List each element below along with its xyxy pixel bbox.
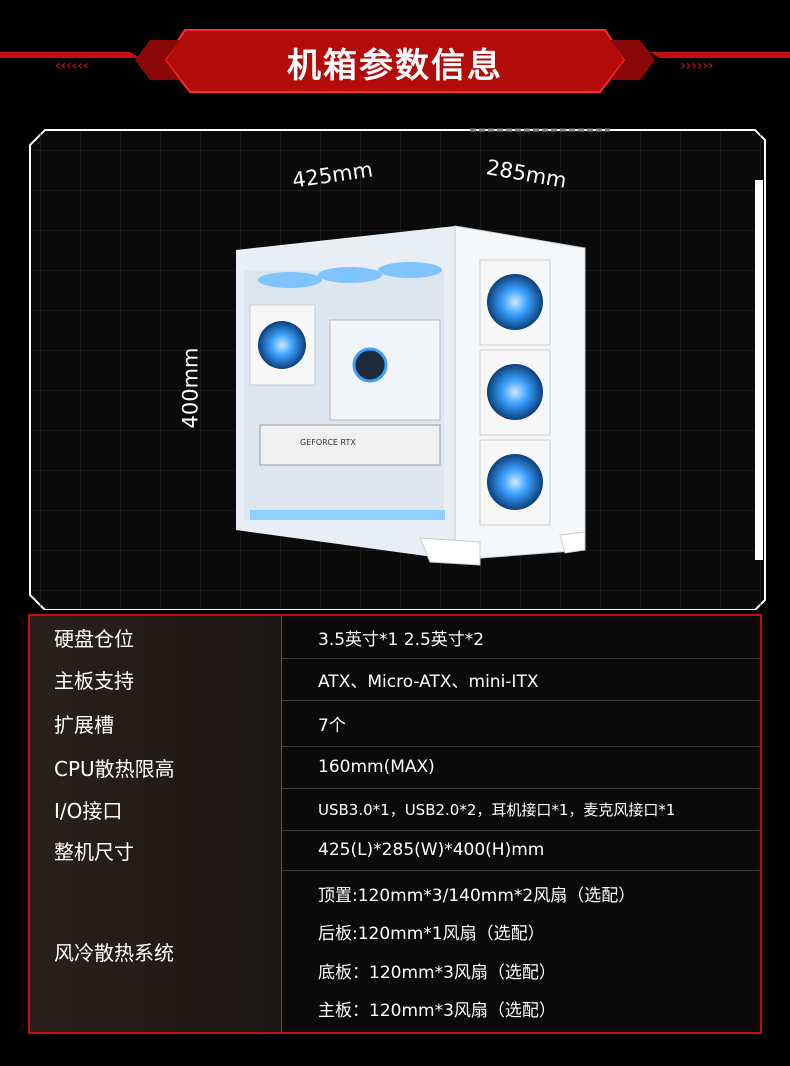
svg-text:GEFORCE RTX: GEFORCE RTX [300, 438, 356, 447]
spec-label: CPU散热限高 [30, 746, 282, 788]
spec-value: 7个 [318, 715, 346, 736]
spec-row: I/O接口 USB3.0*1，USB2.0*2，耳机接口*1，麦克风接口*1 [30, 788, 760, 831]
fan-group-side [479, 259, 551, 526]
svg-text:‹‹‹‹‹‹: ‹‹‹‹‹‹ [55, 58, 89, 74]
cooling-label: 风冷散热系统 [30, 870, 282, 1032]
spec-label: 整机尺寸 [30, 830, 282, 870]
cooling-row: 风冷散热系统 顶置:120mm*3/140mm*2风扇（选配） 后板:120mm… [30, 870, 760, 1032]
spec-label: 主板支持 [30, 658, 282, 700]
page-title: 机箱参数信息 [287, 46, 503, 86]
spec-label: I/O接口 [30, 788, 282, 830]
svg-text:››››››: ›››››› [680, 58, 714, 74]
header-banner: ‹‹‹‹‹‹ ›››››› 机箱参数信息 [0, 0, 790, 110]
spec-label: 硬盘仓位 [30, 616, 282, 658]
spec-row: 主板支持 ATX、Micro-ATX、mini-ITX [30, 658, 760, 701]
cooling-line: 后板:120mm*1风扇（选配） [318, 924, 545, 945]
spec-value: 3.5英寸*1 2.5英寸*2 [318, 629, 485, 650]
cooling-line: 主板：120mm*3风扇（选配） [318, 1001, 556, 1022]
fan-group-top [258, 262, 442, 288]
spec-value: 160mm(MAX) [318, 757, 435, 777]
spec-label: 扩展槽 [30, 700, 282, 746]
spec-table: 硬盘仓位 3.5英寸*1 2.5英寸*2 主板支持 ATX、Micro-ATX、… [28, 614, 762, 1034]
spec-row: 扩展槽 7个 [30, 700, 760, 747]
pc-case-image: GEFORCE RTX [236, 225, 586, 566]
header-decoration: ‹‹‹‹‹‹ ›››››› [0, 29, 790, 93]
cooling-line: 顶置:120mm*3/140mm*2风扇（选配） [318, 885, 636, 906]
cooling-line: 底板：120mm*3风扇（选配） [318, 962, 556, 983]
fan-rear [249, 304, 316, 386]
cooling-values: 顶置:120mm*3/140mm*2风扇（选配） 后板:120mm*1风扇（选配… [282, 870, 760, 1032]
spec-value: USB3.0*1，USB2.0*2，耳机接口*1，麦克风接口*1 [318, 800, 676, 819]
spec-row: 硬盘仓位 3.5英寸*1 2.5英寸*2 [30, 616, 760, 659]
spec-row: CPU散热限高 160mm(MAX) [30, 746, 760, 789]
dimension-height: 400mm [178, 347, 203, 429]
spec-value: ATX、Micro-ATX、mini-ITX [318, 671, 539, 692]
spec-row: 整机尺寸 425(L)*285(W)*400(H)mm [30, 830, 760, 871]
spec-value: 425(L)*285(W)*400(H)mm [318, 840, 545, 860]
